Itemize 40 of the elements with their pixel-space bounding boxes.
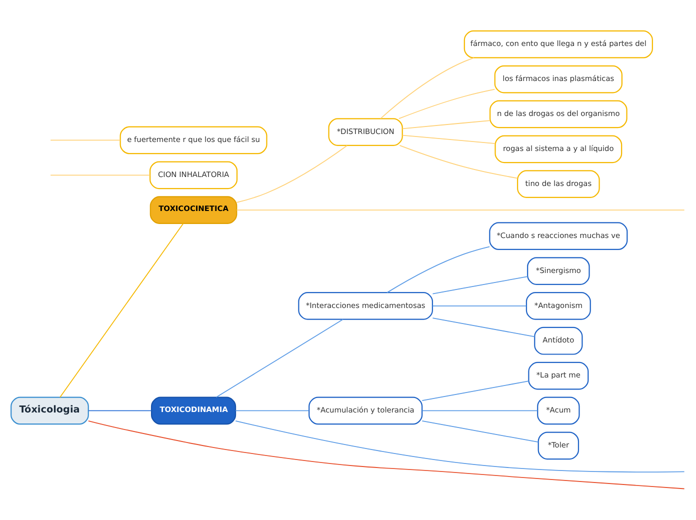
connector	[235, 410, 310, 412]
connector	[432, 318, 536, 338]
node-box: los fármacos inas plasmáticas	[494, 65, 623, 94]
node-box: *Toler	[538, 432, 580, 460]
node-box: *DISTRIBUCION	[328, 118, 403, 146]
connector	[398, 88, 496, 120]
connector	[422, 420, 539, 443]
connector	[88, 420, 685, 490]
connector	[399, 145, 518, 179]
node-box: tino de las drogas	[516, 170, 600, 198]
node-box: CION INHALATORIA	[150, 161, 238, 190]
connector	[380, 57, 474, 119]
connector	[235, 420, 685, 472]
node-box: *La part me	[528, 362, 589, 390]
connector	[50, 174, 150, 176]
connector	[60, 223, 184, 398]
node-box: *Antagonism	[526, 292, 591, 320]
node-box: TOXICODINAMIA	[150, 396, 236, 425]
connector	[88, 410, 152, 412]
connector	[386, 246, 490, 293]
node-box: fármaco, con ento que llega n y está partes del	[464, 30, 653, 58]
node-box: *Interacciones medicamentosas	[298, 292, 434, 320]
node-box: TOXICOCINETICA	[150, 196, 238, 224]
node-box: e fuertemente r que los que fácil su	[120, 126, 268, 154]
connector	[50, 140, 121, 141]
connector	[236, 145, 348, 203]
node-box: n de las drogas os del organismo	[490, 100, 628, 128]
connector	[432, 276, 528, 294]
connector	[216, 318, 344, 398]
connector	[402, 120, 490, 130]
node-box: rogas al sistema a y al líquido	[494, 135, 622, 164]
node-box: *Acumulación y tolerancia	[308, 396, 423, 425]
node-box: *Cuando s reacciones muchas ve	[489, 222, 628, 250]
connector	[402, 134, 496, 144]
node-box: Tóxicologia	[10, 396, 89, 425]
node-box: Antídoto	[534, 326, 583, 355]
node-box: *Acum	[537, 396, 580, 425]
connector	[422, 410, 538, 412]
node-box: *Sinergismo	[527, 257, 590, 285]
connector	[422, 380, 530, 401]
